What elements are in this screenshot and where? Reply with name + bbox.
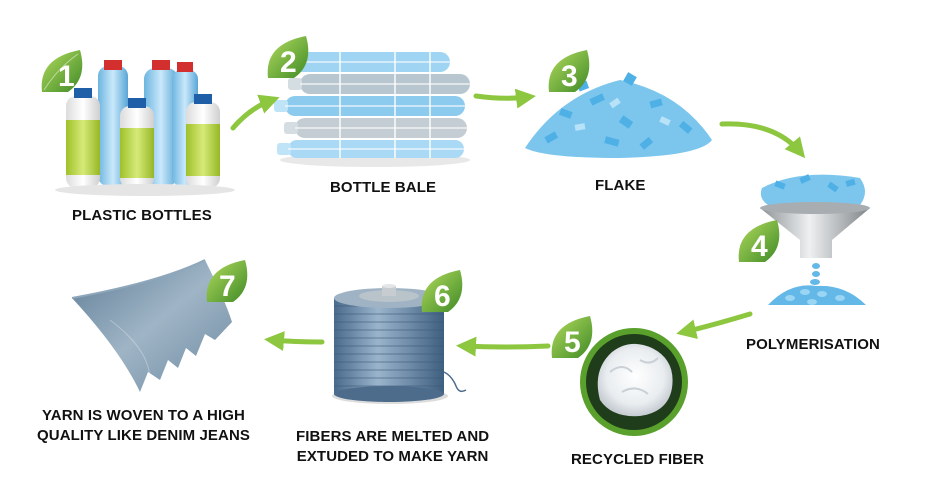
step-number-3: 3: [561, 60, 578, 93]
leaf-badge-4: 4: [738, 220, 780, 263]
leaf-badge-6: 6: [421, 270, 463, 313]
step-number-5: 5: [564, 326, 581, 359]
leaf-badge-3: 3: [548, 50, 590, 93]
step-label-plastic-bottles: PLASTIC BOTTLES: [72, 207, 212, 224]
step-label-recycled-fiber: RECYCLED FIBER: [571, 451, 705, 468]
funnel-image: [760, 174, 870, 305]
bottle-bale-image: [274, 52, 470, 167]
step-label-fabric: YARN IS WOVEN TO A HIGH QUALITY LIKE DEN…: [37, 406, 250, 447]
flow-arrows: [230, 88, 806, 357]
leaf-badge-1: 1: [41, 50, 83, 93]
step-label-bottle-bale: BOTTLE BALE: [330, 179, 437, 196]
arrow-6-to-7: [264, 331, 325, 352]
step-7-label-line-1: YARN IS WOVEN TO A HIGH: [42, 407, 245, 424]
step-number-badges: 1 2 3 4 5 6 7: [41, 36, 780, 359]
step-7-label-line-2: QUALITY LIKE DENIM JEANS: [37, 427, 250, 445]
flake-pile-image: [525, 72, 712, 158]
step-label-yarn: FIBERS ARE MELTED AND EXTUDED TO MAKE YA…: [296, 427, 489, 468]
leaf-badge-7: 7: [206, 260, 248, 303]
arrow-5-to-6: [456, 336, 551, 357]
plastic-bottles-image: [55, 60, 235, 196]
leaf-badge-2: 2: [267, 36, 309, 79]
step-number-7: 7: [219, 270, 236, 303]
arrow-1-to-2: [230, 94, 280, 131]
step-label-flake: FLAKE: [595, 177, 646, 194]
step-number-4: 4: [751, 230, 768, 263]
woven-fabric-image: [71, 259, 232, 392]
yarn-spool-image: [332, 284, 467, 404]
step-number-2: 2: [280, 46, 297, 79]
step-6-label-line-1: FIBERS ARE MELTED AND: [296, 428, 490, 445]
step-6-label-line-2: EXTUDED TO MAKE YARN: [296, 448, 489, 466]
fiber-ball-image: [580, 328, 688, 436]
step-label-polymerisation: POLYMERISATION: [746, 336, 880, 353]
leaf-badge-5: 5: [551, 316, 593, 359]
arrow-3-to-4: [719, 121, 806, 159]
arrow-2-to-3: [473, 88, 536, 109]
arrow-4-to-5: [676, 311, 753, 340]
step-number-1: 1: [58, 60, 75, 93]
step-number-6: 6: [434, 280, 451, 313]
